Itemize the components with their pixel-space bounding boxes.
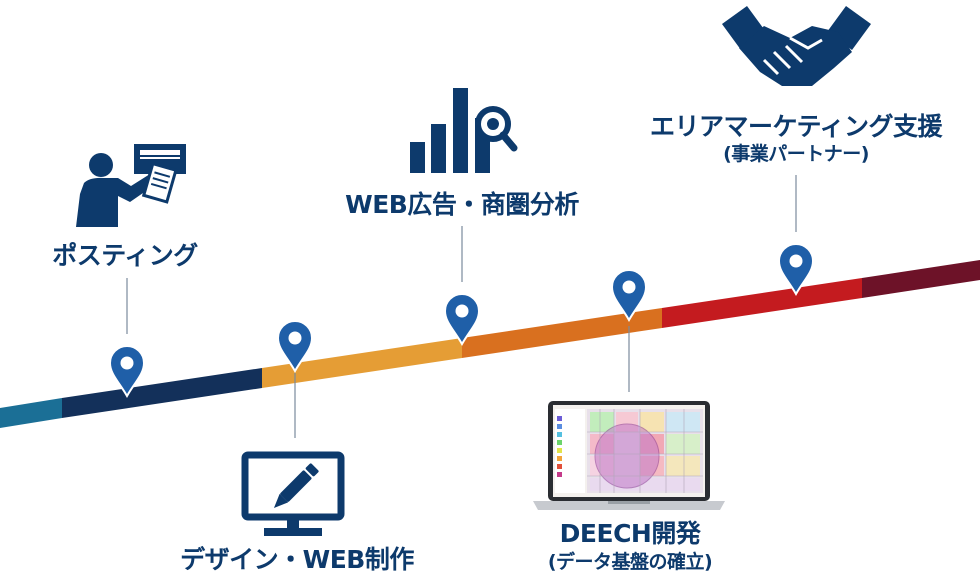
milestone-label-design-web: デザイン・WEB制作 bbox=[180, 545, 414, 574]
milestone-label-area-marketing: エリアマーケティング支援 bbox=[649, 112, 943, 141]
laptop-map-icon bbox=[533, 401, 725, 510]
timeline-band bbox=[0, 260, 980, 428]
location-pin-icon bbox=[610, 269, 648, 323]
connector-lines bbox=[126, 175, 797, 438]
milestone-label-deech: DEECH開発 bbox=[559, 519, 701, 548]
milestone-label-posting: ポスティング bbox=[52, 241, 198, 270]
location-pins bbox=[108, 243, 815, 399]
handshake-icon bbox=[722, 6, 871, 86]
monitor-pen-icon bbox=[241, 451, 345, 536]
milestone-label-web-ads: WEB広告・商圏分析 bbox=[345, 190, 579, 219]
location-pin-icon bbox=[276, 320, 314, 374]
location-pin-icon bbox=[777, 243, 815, 297]
person-posting-flyer-icon bbox=[76, 144, 186, 227]
bar-chart-magnifier-icon bbox=[410, 88, 518, 173]
milestone-sublabel-deech: (データ基盤の確立) bbox=[547, 551, 713, 573]
milestone-sublabel-area-marketing: (事業パートナー) bbox=[723, 143, 869, 165]
location-pin-icon bbox=[108, 345, 146, 399]
location-pin-icon bbox=[443, 293, 481, 347]
